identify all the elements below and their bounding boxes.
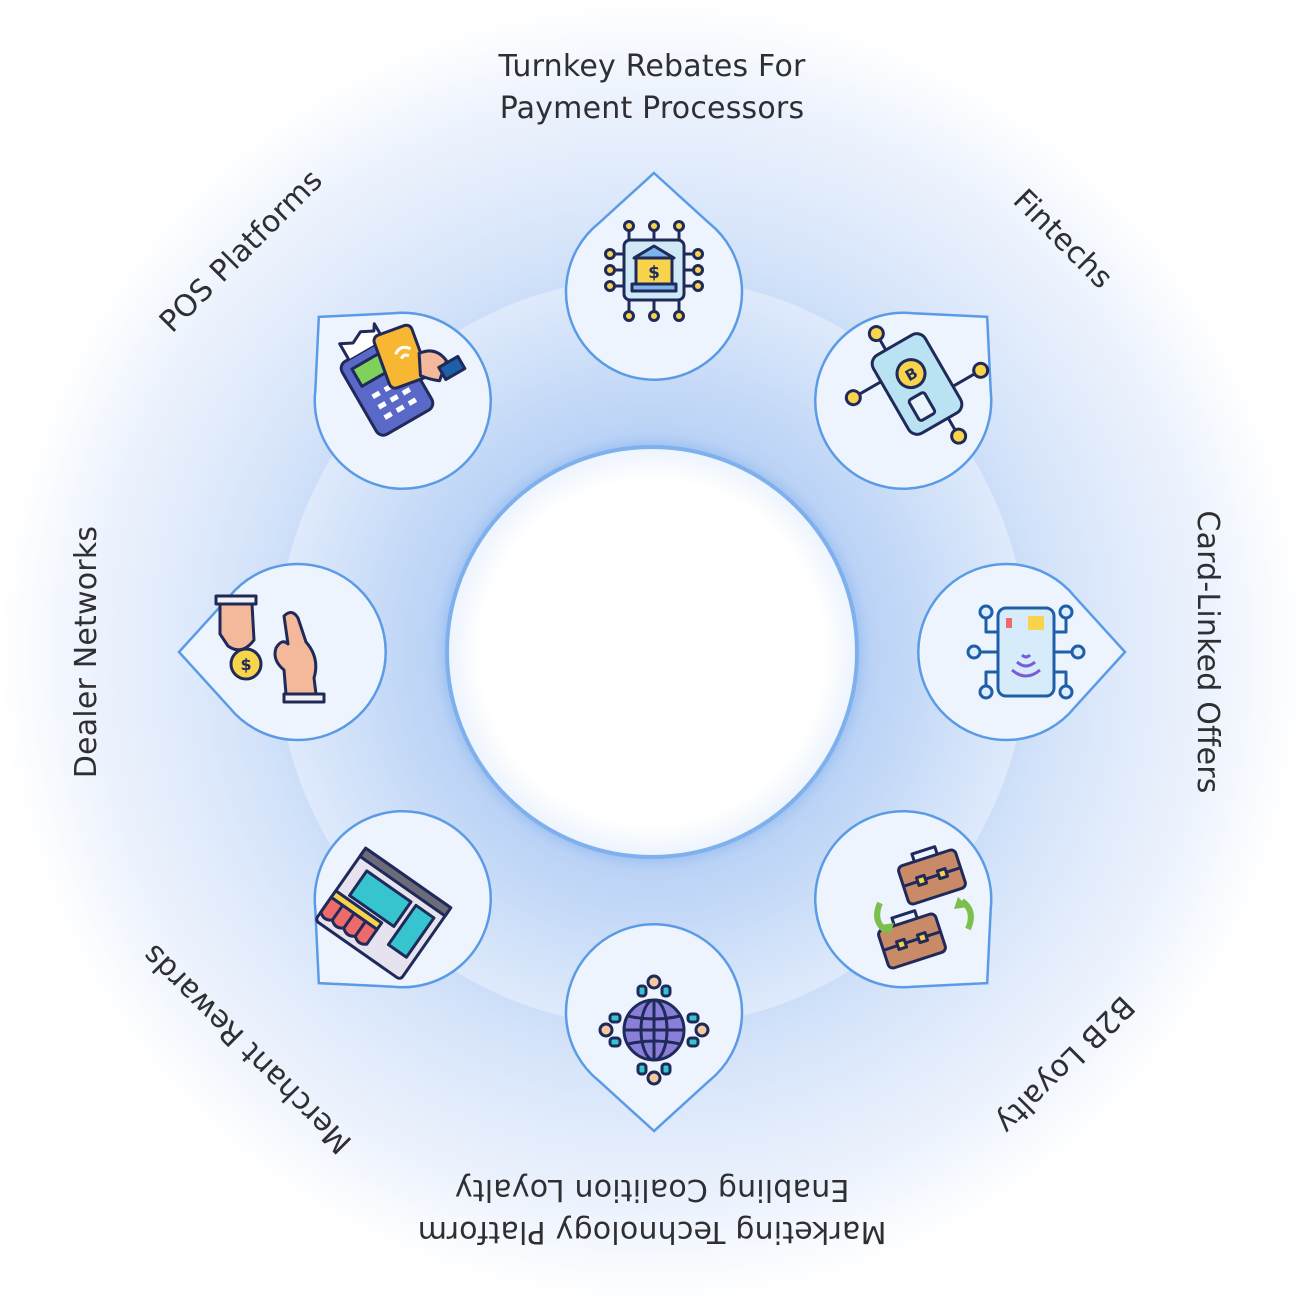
- crypto-phone-icon: B: [844, 325, 990, 445]
- pos-terminal-icon: [338, 322, 467, 437]
- global-network-icon: [598, 974, 710, 1086]
- label-card-linked-offers: Card-Linked Offers: [1190, 510, 1225, 793]
- contactless-card-chip-icon: [966, 604, 1086, 700]
- label-marketing-line1: Marketing Technology Platform: [418, 1214, 887, 1249]
- label-dealer-networks: Dealer Networks: [69, 526, 104, 779]
- bank-chip-icon: $: [604, 220, 704, 322]
- center-circle: [445, 445, 859, 859]
- label-turnkey-line1: Turnkey Rebates For: [497, 49, 806, 84]
- svg-text:$: $: [648, 263, 660, 283]
- storefront-icon: [315, 846, 453, 980]
- label-marketing-line2: Enabling Coalition Loyalty: [455, 1172, 850, 1207]
- hand-coin-exchange-icon: $: [214, 594, 326, 704]
- briefcase-exchange-icon: [874, 845, 974, 970]
- label-turnkey-line2: Payment Processors: [500, 91, 805, 126]
- svg-text:$: $: [240, 655, 251, 674]
